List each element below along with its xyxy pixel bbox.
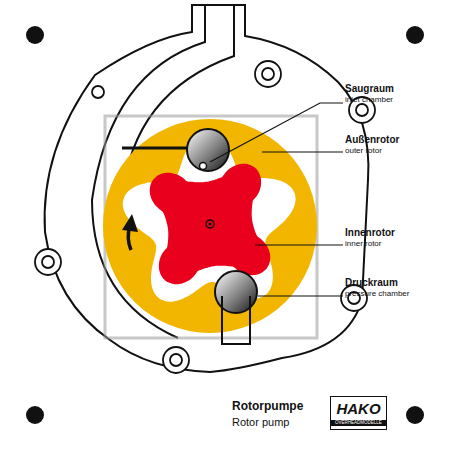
pressure-port — [215, 271, 257, 344]
bolt-boss — [35, 249, 61, 275]
bolt-bosses — [35, 61, 375, 373]
bolt-hole — [92, 86, 104, 98]
leader-lines — [210, 103, 343, 296]
logo-box: HAKOOVERHEADMODELLE — [330, 396, 387, 430]
rotation-arrow — [122, 214, 138, 250]
inlet-dot — [200, 163, 207, 170]
callout-translation: pressure chamber — [345, 290, 409, 299]
logo-subtitle: OVERHEADMODELLE — [331, 420, 386, 427]
callout-label: Innenrotor — [345, 227, 395, 238]
leader-line — [255, 244, 343, 245]
bolt-boss — [163, 347, 189, 373]
corner-dot — [406, 26, 424, 44]
rotation-arrowhead — [122, 214, 138, 232]
inlet-port — [122, 129, 229, 171]
callout-label: Außenrotor — [345, 134, 399, 145]
inlet-slot — [122, 147, 190, 150]
corner-dot — [26, 26, 44, 44]
rotor-axis-dot — [209, 223, 212, 226]
bolt-hole — [42, 256, 54, 268]
bolt-hole — [356, 104, 368, 116]
leader-line — [258, 295, 343, 296]
leader-line — [210, 103, 343, 162]
logo-mark: HAKO — [331, 397, 386, 420]
pressure-outlet — [222, 296, 250, 344]
title-translation: Rotor pump — [232, 416, 289, 428]
callout-label: Saugraum — [345, 83, 394, 94]
bolt-boss — [255, 61, 281, 87]
callout-translation: inner rotor — [345, 240, 381, 249]
bolt-hole — [170, 354, 182, 366]
callout-translation: inlet chamber — [345, 96, 393, 105]
callout-label: Druckraum — [345, 277, 398, 288]
inner-rotor — [150, 164, 270, 284]
pump-housing — [45, 5, 369, 372]
outer-rotor — [103, 119, 317, 333]
callout-translation: outer rotor — [345, 147, 382, 156]
corner-dot — [406, 406, 424, 424]
bolt-hole — [262, 68, 274, 80]
inlet-chamber — [187, 129, 229, 171]
rotor-axis — [206, 220, 214, 228]
diagram-title: Rotorpumpe — [232, 400, 303, 413]
corner-dot — [26, 406, 44, 424]
leader-line — [262, 151, 343, 152]
